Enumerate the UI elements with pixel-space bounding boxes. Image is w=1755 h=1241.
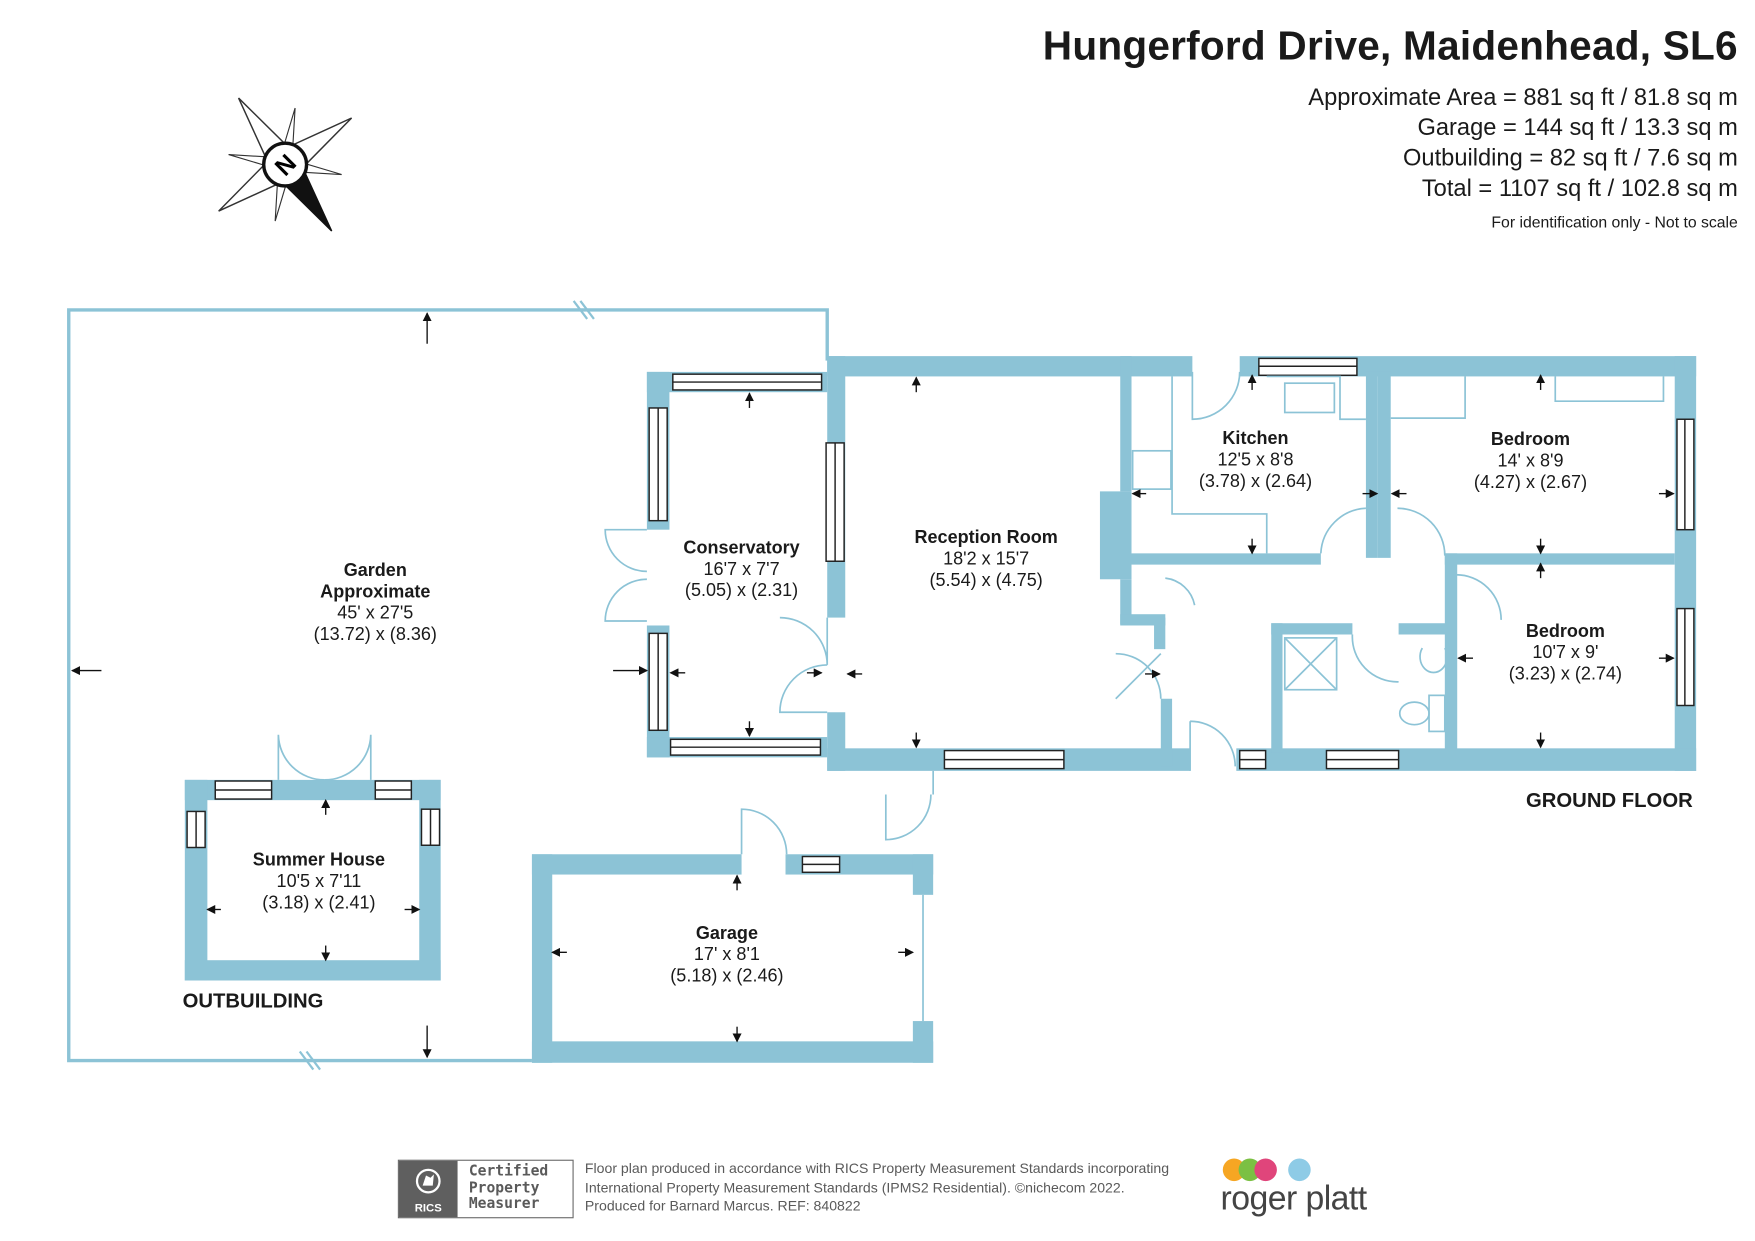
room-label-garden: Garden Approximate 45' x 27'5 (13.72) x …: [313, 561, 437, 645]
room-label-summer-house: Summer House 10'5 x 7'11 (3.18) x (2.41): [252, 850, 386, 913]
windows: [648, 357, 1695, 770]
scale-disclaimer: For identification only - Not to scale: [1491, 213, 1738, 232]
room-label-reception-room: Reception Room 18'2 x 15'7 (5.54) x (4.7…: [914, 528, 1058, 591]
footer-legal-text: Floor plan produced in accordance with R…: [584, 1160, 1170, 1214]
brand-dot-pink: [1254, 1158, 1277, 1182]
area-total: Total = 1107 sq ft / 102.8 sq m: [1421, 175, 1738, 202]
dimension-arrows: [71, 312, 1675, 1059]
garage-door-lines: [740, 808, 924, 1022]
rics-logo: RICS: [398, 1160, 458, 1218]
garden-boundary: [67, 300, 829, 1071]
section-label-outbuilding: OUTBUILDING: [182, 989, 324, 1013]
room-label-conservatory: Conservatory 16'7 x 7'7 (5.05) x (2.31): [683, 538, 800, 601]
room-label-bedroom-1: Bedroom 14' x 8'9 (4.27) x (2.67): [1473, 430, 1588, 493]
room-label-bedroom-2: Bedroom 10'7 x 9' (3.23) x (2.74): [1508, 622, 1623, 685]
section-label-ground-floor: GROUND FLOOR: [1525, 788, 1693, 812]
lion-crest-icon: [415, 1168, 441, 1194]
garage-window: [801, 855, 841, 874]
room-label-garage: Garage 17' x 8'1 (5.18) x (2.46): [670, 924, 784, 987]
summer-house-doors: [277, 734, 372, 781]
rics-certified-badge: RICS Certified Property Measurer: [397, 1159, 574, 1219]
fixtures-and-doors: [604, 371, 1665, 841]
area-garage: Garage = 144 sq ft / 13.3 sq m: [1417, 114, 1738, 141]
summer-house-windows: [186, 780, 441, 849]
area-outbuilding: Outbuilding = 82 sq ft / 7.6 sq m: [1403, 145, 1738, 172]
brand-logo: roger platt: [1220, 1179, 1368, 1218]
plan-title: Hungerford Drive, Maidenhead, SL6: [1042, 22, 1738, 69]
badge-text: Certified Property Measurer: [468, 1163, 549, 1213]
north-arrow-icon: N: [218, 97, 353, 232]
brand-dot-blue: [1288, 1158, 1311, 1182]
room-label-kitchen: Kitchen 12'5 x 8'8 (3.78) x (2.64): [1198, 429, 1313, 492]
area-approximate: Approximate Area = 881 sq ft / 81.8 sq m: [1308, 84, 1738, 111]
